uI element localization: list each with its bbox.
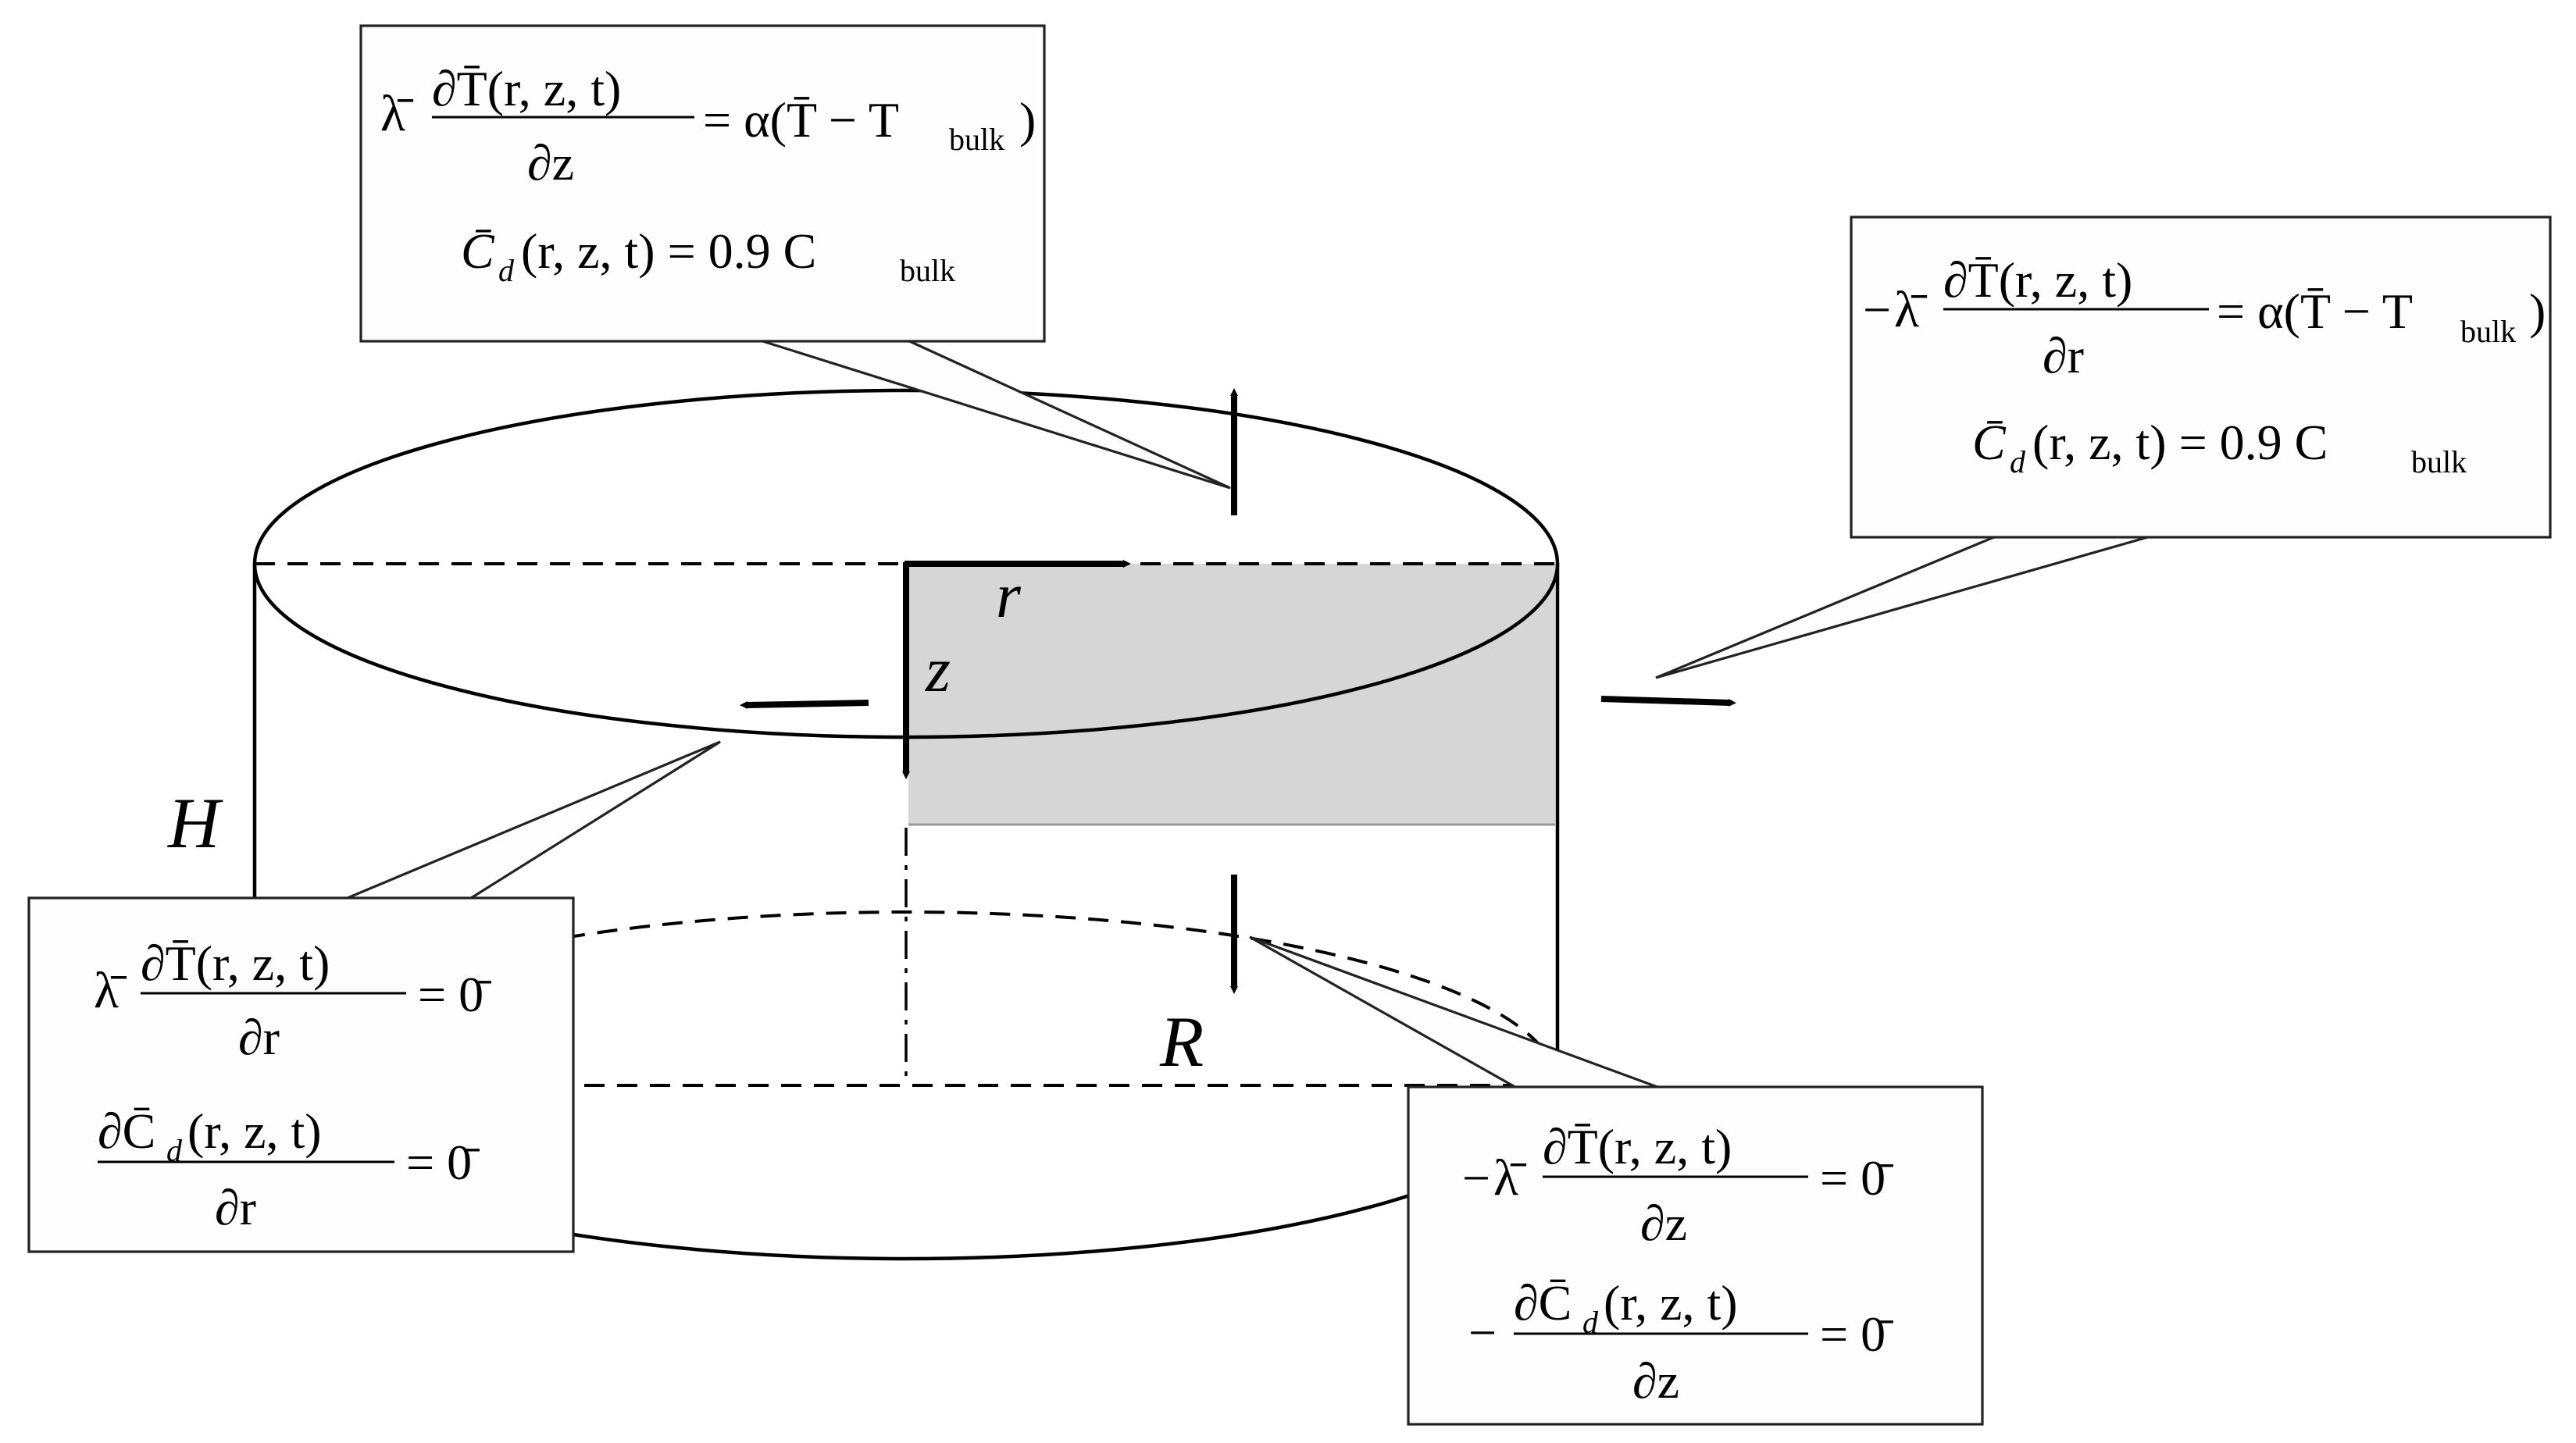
right-callout-pointer bbox=[1655, 533, 2157, 679]
shaded-region bbox=[908, 564, 1555, 825]
top-eq1-rhs-close: ) bbox=[1019, 92, 1036, 148]
bottom-eq1-numerator: ∂T̄(r, z, t) bbox=[1543, 1119, 1732, 1174]
bottom-callout-box bbox=[1407, 1085, 1984, 1426]
top-eq2-args: (r, z, t) = 0.9 C bbox=[521, 223, 816, 279]
bottom-equation-heat: − λ̄ ∂T̄(r, z, t) ∂z = 0̄ bbox=[1462, 1119, 1893, 1251]
right-eq2-lhs: C̄ bbox=[1972, 415, 2007, 470]
right-eq1-denominator: ∂r bbox=[2043, 328, 2084, 383]
left-eq1-denominator: ∂r bbox=[238, 1010, 280, 1065]
top-eq2-rhs-subscript: bulk bbox=[900, 253, 955, 288]
bottom-callout-pointer bbox=[1249, 935, 1664, 1091]
bottom-eq1-denominator: ∂z bbox=[1640, 1195, 1687, 1251]
right-flux-arrow bbox=[1600, 696, 1736, 707]
left-eq2-numerator-subscript: d bbox=[166, 1133, 183, 1168]
top-eq1-rhs-subscript: bulk bbox=[949, 122, 1004, 157]
top-callout-pointer bbox=[757, 338, 1231, 490]
top-eq1-rhs: = α(T̄ − T bbox=[703, 92, 899, 148]
left-eq1-numerator: ∂T̄(r, z, t) bbox=[141, 935, 330, 991]
right-eq1-rhs-subscript: bulk bbox=[2460, 314, 2516, 349]
radius-label: R bbox=[1159, 1002, 1204, 1081]
right-eq1-minus: − bbox=[1863, 282, 1891, 337]
left-eq2-denominator: ∂r bbox=[215, 1180, 256, 1235]
z-axis-label: z bbox=[925, 634, 951, 705]
left-callout-pointer bbox=[343, 740, 721, 901]
top-equation-concentration: C̄ d (r, z, t) = 0.9 C bulk bbox=[461, 223, 955, 288]
cylinder-bottom-ellipse-back bbox=[253, 910, 1559, 1086]
bottom-equation-concentration: − ∂C̄ d (r, z, t) ∂z = 0̄ bbox=[1468, 1275, 1893, 1409]
right-eq2-lhs-subscript: d bbox=[2010, 444, 2026, 479]
left-eq1-rhs: = 0̄ bbox=[418, 967, 491, 1022]
height-label: H bbox=[167, 783, 223, 863]
right-eq2-args: (r, z, t) = 0.9 C bbox=[2032, 415, 2328, 470]
left-eq2-numerator-a: ∂C̄ bbox=[98, 1103, 155, 1159]
bottom-eq2-minus: − bbox=[1468, 1305, 1497, 1360]
left-callout-box bbox=[27, 896, 575, 1253]
top-eq2-lhs-subscript: d bbox=[498, 253, 515, 288]
right-equation-concentration: C̄ d (r, z, t) = 0.9 C bulk bbox=[1972, 415, 2467, 479]
bottom-eq2-numerator-subscript: d bbox=[1582, 1305, 1599, 1340]
right-eq2-rhs-subscript: bulk bbox=[2411, 444, 2467, 479]
bottom-eq2-rhs: = 0̄ bbox=[1820, 1306, 1893, 1362]
right-eq1-numerator: ∂T̄(r, z, t) bbox=[1943, 252, 2132, 308]
top-callout-box bbox=[359, 24, 1046, 343]
left-equation-concentration: ∂C̄ d (r, z, t) ∂r = 0̄ bbox=[98, 1103, 480, 1235]
left-eq2-rhs: = 0̄ bbox=[406, 1135, 480, 1190]
right-equation-heat: − λ̄ ∂T̄(r, z, t) ∂r = α(T̄ − T bulk ) bbox=[1863, 252, 2546, 383]
left-eq2-numerator-b: (r, z, t) bbox=[187, 1103, 322, 1159]
left-flux-arrow bbox=[740, 700, 869, 709]
bottom-eq2-numerator-b: (r, z, t) bbox=[1604, 1275, 1738, 1331]
bottom-eq2-denominator: ∂z bbox=[1632, 1353, 1679, 1409]
r-axis-label: r bbox=[996, 560, 1022, 631]
right-eq1-rhs-close: ) bbox=[2529, 283, 2546, 339]
top-eq1-denominator: ∂z bbox=[527, 135, 574, 191]
right-eq1-rhs: = α(T̄ − T bbox=[2217, 283, 2413, 339]
top-eq1-numerator: ∂T̄(r, z, t) bbox=[432, 61, 621, 116]
top-equation-heat: λ̄ ∂T̄(r, z, t) ∂z = α(T̄ − T bulk ) bbox=[380, 61, 1036, 191]
bottom-eq1-minus: − bbox=[1462, 1150, 1490, 1206]
right-callout-box bbox=[1850, 216, 2552, 539]
top-eq2-lhs: C̄ bbox=[461, 223, 495, 279]
bottom-eq1-rhs: = 0̄ bbox=[1820, 1150, 1893, 1206]
bottom-eq2-numerator-a: ∂C̄ bbox=[1514, 1275, 1572, 1331]
